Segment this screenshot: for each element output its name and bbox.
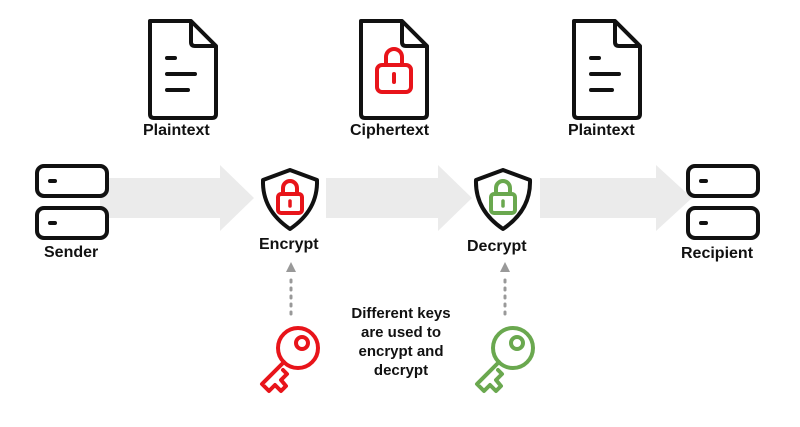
decryption-key-icon <box>475 326 535 393</box>
lock-icon <box>489 179 517 215</box>
plaintext-document-icon <box>148 19 218 120</box>
keys-note-line: decrypt <box>373 362 429 379</box>
sender-server-icon <box>35 164 109 240</box>
encrypt-key-pointer <box>286 262 296 320</box>
encrypt-shield-icon <box>260 168 320 231</box>
lock-icon <box>276 179 304 215</box>
keys-note-line: encrypt and <box>358 343 444 360</box>
encryption-key-icon <box>260 326 320 393</box>
flow-arrow-decrypt-to-recipient <box>540 165 692 231</box>
ciphertext-label: Ciphertext <box>350 122 430 139</box>
keys-note-line: are used to <box>360 324 442 341</box>
ciphertext-document-icon <box>359 19 429 120</box>
sender-label: Sender <box>44 244 99 261</box>
plaintext-document-icon <box>572 19 642 120</box>
plaintext-label: Plaintext <box>568 122 635 139</box>
flow-arrow-sender-to-encrypt <box>100 165 254 231</box>
decrypt-label: Decrypt <box>467 238 527 255</box>
recipient-server-icon <box>686 164 760 240</box>
keys-note-line: Different keys <box>351 305 451 322</box>
plaintext-label: Plaintext <box>143 122 210 139</box>
flow-arrow-encrypt-to-decrypt <box>326 165 472 231</box>
recipient-label: Recipient <box>681 245 754 262</box>
decrypt-key-pointer <box>500 262 510 320</box>
lock-icon <box>375 47 413 94</box>
encrypt-label: Encrypt <box>259 236 319 253</box>
keys-note: Different keys are used to encrypt and d… <box>336 304 466 380</box>
decrypt-shield-icon <box>473 168 533 231</box>
